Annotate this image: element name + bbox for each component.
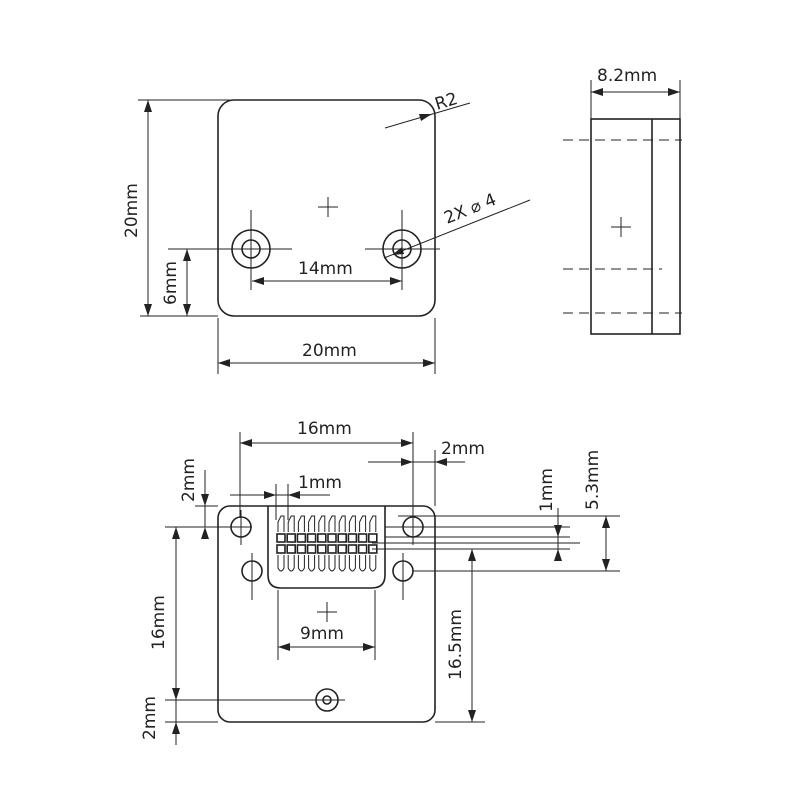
connector-pad-row2 (286, 544, 297, 554)
connector-pin-top (287, 515, 295, 532)
connector-pad-row1 (306, 533, 317, 543)
bottom-center-mark (317, 602, 337, 622)
connector-pin-top (328, 515, 336, 532)
connector-pad-row1 (367, 533, 378, 543)
bottom-plate-outline (217, 505, 436, 723)
connector-pad-row2 (337, 544, 348, 554)
top-plate-outline (217, 99, 436, 317)
dim-bottom-edge: 2mm (441, 439, 485, 459)
connector-pin-top (308, 515, 316, 532)
dim-top-height: 20mm (122, 183, 142, 238)
connector-pin-top (369, 515, 377, 532)
connector-pad-row1 (327, 533, 337, 543)
connector-pin-bottom (359, 555, 367, 572)
connector-pin-top (348, 515, 356, 532)
connector-pad-row2 (316, 544, 327, 554)
dim-bottom-left-top: 2mm (179, 458, 199, 502)
connector-pad-row1 (286, 533, 297, 543)
connector-pin-bottom (369, 555, 377, 572)
connector-pad-row2 (347, 544, 358, 554)
connector-pad-row2 (327, 544, 337, 554)
side-outline (590, 118, 681, 335)
dim-hole-spacing: 14mm (298, 259, 353, 279)
connector-pin-bottom (308, 555, 316, 572)
connector-pin-top (297, 515, 305, 532)
side-center-mark (611, 217, 631, 237)
dim-bottom-width: 16mm (297, 419, 352, 439)
dim-bottom-right-165: 16.5mm (446, 609, 466, 680)
connector-housing (267, 506, 386, 589)
connector-pin-bottom (328, 555, 336, 572)
dim-hole-diameter: 2X ⌀ 4 (441, 190, 499, 229)
top-view: 14mm 6mm 20mm 20mm R2 2X ⌀ 4 (122, 89, 531, 374)
connector-pin-bottom (277, 555, 285, 572)
dim-top-width: 20mm (302, 341, 357, 361)
connector-pin-top (318, 515, 326, 532)
dim-pin-pitch: 1mm (298, 473, 342, 493)
dim-bottom-left-bottom: 2mm (140, 696, 160, 740)
connector-pad-row1 (316, 533, 327, 543)
connector-pin-bottom (297, 555, 305, 572)
connector-pad-row2 (276, 544, 286, 554)
dim-bottom-vert-1mm: 1mm (537, 468, 557, 512)
connector-pin-bottom (338, 555, 346, 572)
connector-pad-row1 (357, 533, 368, 543)
connector-pin-bottom (348, 555, 356, 572)
connector-pad-row1 (347, 533, 358, 543)
connector-pin-top (277, 515, 285, 532)
connector-pin-top (338, 515, 346, 532)
dim-radius: R2 (433, 89, 460, 115)
top-center-mark (318, 197, 338, 217)
connector-pad-row2 (357, 544, 368, 554)
dim-hole-offset: 6mm (161, 261, 181, 305)
connector-pin-top (359, 515, 367, 532)
dim-side-thickness: 8.2mm (597, 66, 657, 86)
bottom-view: 16mm 2mm 1mm 2mm 1mm (140, 419, 620, 745)
top-hole-left (231, 210, 271, 290)
side-view: 8.2mm (563, 66, 682, 335)
connector-pad-row2 (296, 544, 307, 554)
connector-pad-row1 (276, 533, 286, 543)
dim-connector-width: 9mm (300, 624, 344, 644)
connector-pin-bottom (318, 555, 326, 572)
connector-pad-row1 (337, 533, 348, 543)
dim-bottom-left-16: 16mm (149, 595, 169, 650)
connector-pad-row2 (306, 544, 317, 554)
connector-pins (276, 515, 378, 572)
connector-pin-bottom (287, 555, 295, 572)
dim-bottom-vert-53: 5.3mm (583, 450, 603, 510)
connector-pad-row1 (296, 533, 307, 543)
